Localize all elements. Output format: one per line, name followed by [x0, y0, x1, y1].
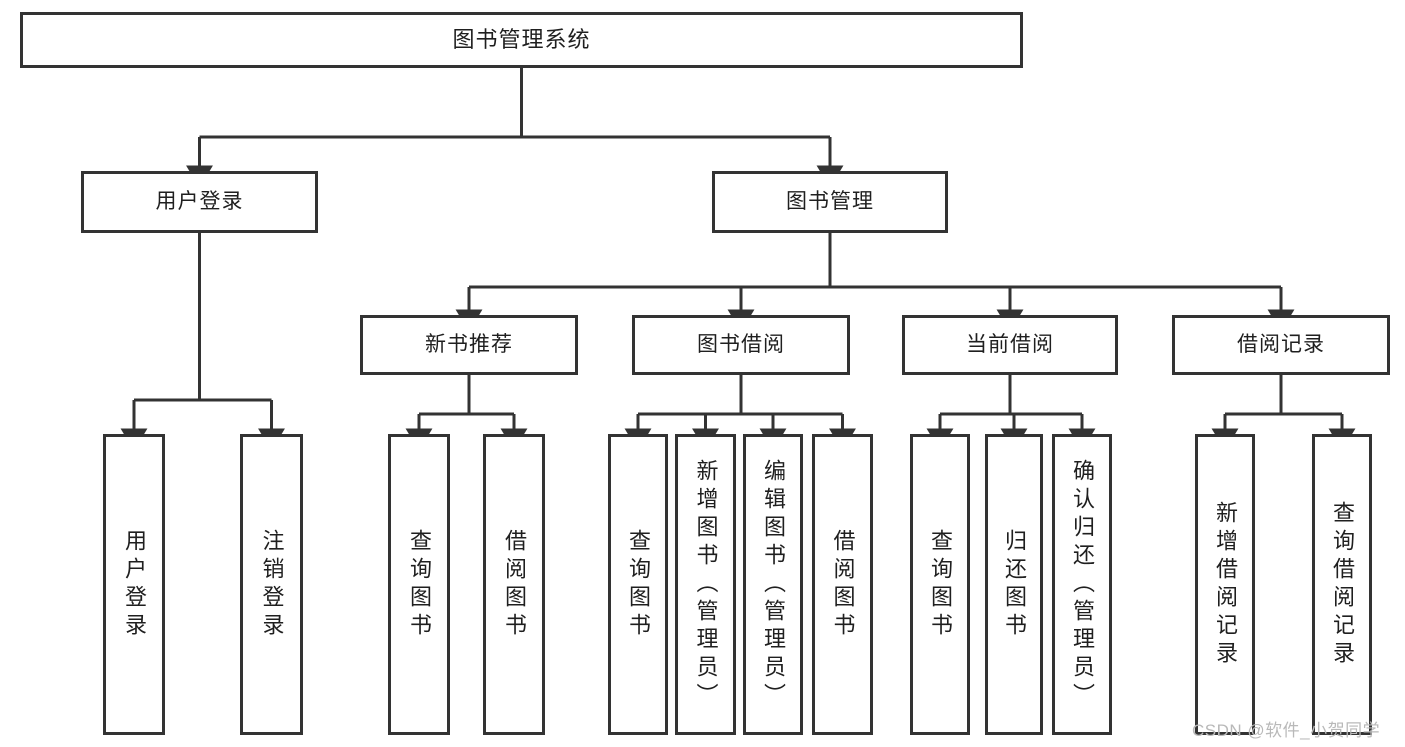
node-user-login[interactable]: 用户登录 [81, 171, 318, 233]
node-label: 确认归还（管理员） [1069, 458, 1095, 711]
node-leaf-borrow-book-borrowing[interactable]: 借阅图书 [812, 434, 873, 735]
node-leaf-borrow-book-recommendation[interactable]: 借阅图书 [483, 434, 545, 735]
node-leaf-query-book-current[interactable]: 查询图书 [910, 434, 970, 735]
node-book-borrowing[interactable]: 图书借阅 [632, 315, 850, 375]
node-label: 图书管理系统 [452, 27, 591, 53]
node-label: 编辑图书（管理员） [760, 458, 786, 711]
node-new-book-recommendation[interactable]: 新书推荐 [360, 315, 578, 375]
node-label: 借阅记录 [1237, 332, 1325, 356]
node-leaf-confirm-return-admin[interactable]: 确认归还（管理员） [1052, 434, 1112, 735]
node-label: 当前借阅 [966, 332, 1054, 356]
node-leaf-add-borrow-record[interactable]: 新增借阅记录 [1195, 434, 1255, 735]
node-leaf-return-book[interactable]: 归还图书 [985, 434, 1043, 735]
node-label: 归还图书 [1001, 528, 1027, 641]
node-label: 借阅图书 [501, 528, 527, 641]
node-label: 用户登录 [121, 528, 147, 641]
node-label: 借阅图书 [830, 528, 856, 641]
node-label: 新书推荐 [425, 332, 513, 356]
node-leaf-query-borrow-record[interactable]: 查询借阅记录 [1312, 434, 1372, 735]
node-leaf-query-book-borrowing[interactable]: 查询图书 [608, 434, 668, 735]
node-label: 图书借阅 [697, 332, 785, 356]
node-label: 图书管理 [786, 189, 874, 213]
node-book-management[interactable]: 图书管理 [712, 171, 948, 233]
node-leaf-user-login[interactable]: 用户登录 [103, 434, 165, 735]
node-label: 查询图书 [625, 528, 651, 641]
node-leaf-edit-book-admin[interactable]: 编辑图书（管理员） [743, 434, 803, 735]
watermark-csdn: CSDN @软件_小贺同学 [1192, 721, 1381, 740]
node-borrowing-record[interactable]: 借阅记录 [1172, 315, 1390, 375]
node-label: 新增图书（管理员） [693, 458, 719, 711]
node-leaf-logout[interactable]: 注销登录 [240, 434, 303, 735]
node-label: 新增借阅记录 [1212, 500, 1238, 669]
node-label: 查询借阅记录 [1329, 500, 1355, 669]
node-leaf-add-book-admin[interactable]: 新增图书（管理员） [675, 434, 736, 735]
node-label: 查询图书 [927, 528, 953, 641]
node-label: 注销登录 [259, 528, 285, 641]
node-root-system[interactable]: 图书管理系统 [20, 12, 1023, 68]
node-label: 用户登录 [155, 189, 244, 213]
node-current-borrowing[interactable]: 当前借阅 [902, 315, 1118, 375]
node-label: 查询图书 [406, 528, 432, 641]
node-leaf-query-book-recommendation[interactable]: 查询图书 [388, 434, 450, 735]
